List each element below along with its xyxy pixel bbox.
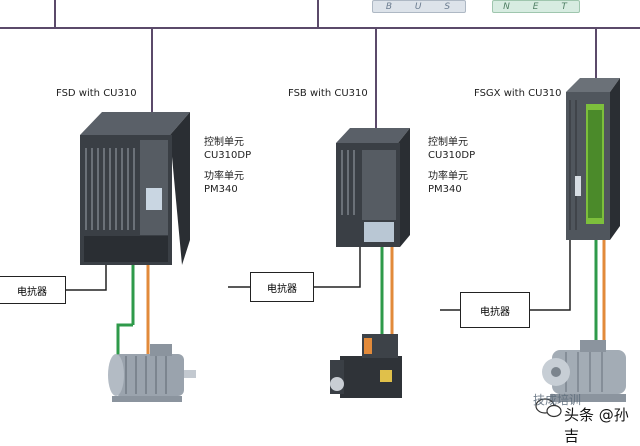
watermark-overlay: 技成培训 [533, 393, 582, 407]
drive-fsb [336, 128, 410, 247]
watermark-text: 头条 @孙吉 [564, 406, 629, 445]
drive-fsd-power-unit: PM340 [204, 184, 238, 195]
drive-fsd-spec: 控制单元 CU310DP 功率单元 PM340 [204, 136, 251, 196]
drive-fsgx-model-label: FSGX with CU310 [474, 88, 562, 99]
drive-fsb-power-unit: PM340 [428, 184, 462, 195]
drive-fsd-control-unit: CU310DP [204, 150, 252, 161]
reactor-wires [66, 240, 571, 311]
bus-badge: B U S [372, 0, 466, 13]
drive-fsb-power-unit-label: 功率单元 [428, 171, 468, 182]
net-badge: N E T [492, 0, 580, 13]
drive-fsd-model-label: FSD with CU310 [56, 88, 137, 99]
drive-fsd-power-unit-label: 功率单元 [204, 171, 244, 182]
wechat-logo-icon [535, 398, 562, 418]
drive-fsgx-reactor: 电抗器 [460, 292, 530, 328]
drive-fsb-control-unit: CU310DP [428, 150, 476, 161]
drive-fsb-control-unit-label: 控制单元 [428, 137, 468, 148]
drive-fsd [80, 112, 190, 265]
drive-fsb-spec: 控制单元 CU310DP 功率单元 PM340 [428, 136, 475, 196]
drive-fsb-reactor: 电抗器 [250, 272, 314, 302]
motor-fsb [330, 334, 402, 398]
motor-fsd [108, 344, 196, 402]
diagram-drawing [0, 0, 640, 418]
drive-fsb-model-label: FSB with CU310 [288, 88, 368, 99]
drive-fsd-reactor: 电抗器 [0, 276, 66, 304]
cables [116, 240, 606, 375]
drive-fsgx [566, 78, 620, 240]
motor-fsgx [542, 340, 626, 402]
drive-fsd-control-unit-label: 控制单元 [204, 137, 244, 148]
